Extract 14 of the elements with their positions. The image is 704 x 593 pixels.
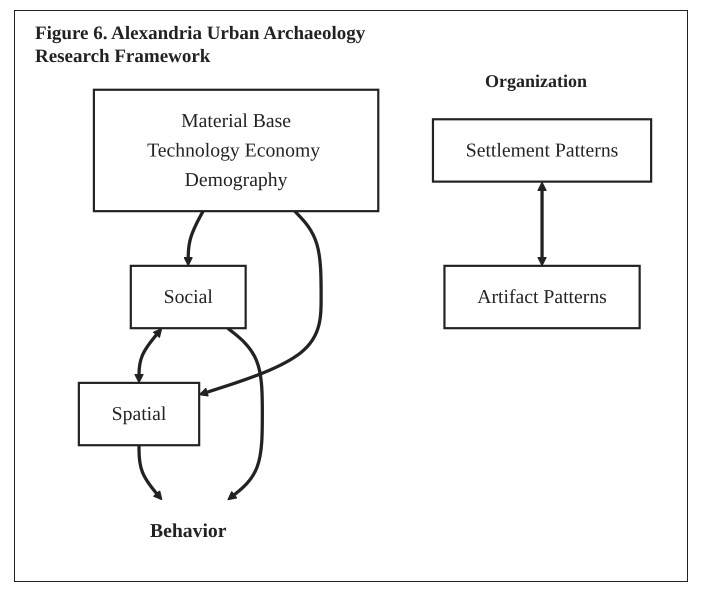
arrow <box>226 326 264 500</box>
arrow <box>183 210 205 266</box>
arrow <box>134 328 162 384</box>
process-box: Artifact Patterns <box>443 264 641 330</box>
arrow <box>198 210 323 397</box>
figure-title: Figure 6. Alexandria Urban Archaeology Research Framework <box>35 23 366 69</box>
process-box: Settlement Patterns <box>432 118 652 183</box>
process-box: Social <box>130 264 247 330</box>
group-label: Organization <box>485 71 587 92</box>
text-label: Behavior <box>150 520 226 542</box>
arrow <box>137 445 162 500</box>
arrow <box>537 182 547 266</box>
process-box: Material Base Technology Economy Demography <box>92 88 380 212</box>
process-box: Spatial <box>78 382 200 446</box>
